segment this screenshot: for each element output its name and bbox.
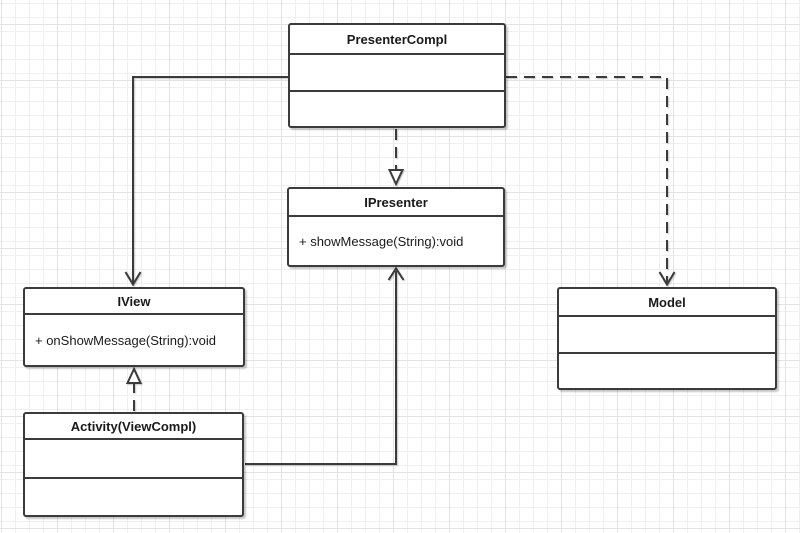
attributes-compartment[interactable] [290,53,504,90]
methods-compartment[interactable] [290,89,504,127]
class-title: PresenterCompl [346,31,448,47]
attributes-compartment[interactable] [25,438,242,477]
attributes-compartment[interactable] [559,315,775,352]
open-arrowhead-icon [387,266,405,281]
methods-compartment[interactable]: + showMessage(String):void [289,215,503,265]
edge-presentercompl-to-iview[interactable] [124,76,289,287]
class-title: Model [648,294,686,310]
method-label: + onShowMessage(String):void [35,332,217,348]
edge-line[interactable] [245,271,397,465]
edge-activity-to-iview[interactable] [125,366,143,411]
class-iview[interactable]: IView + onShowMessage(String):void [23,287,245,367]
class-title: IPresenter [364,194,428,210]
edge-presentercompl-to-ipresenter[interactable] [387,129,405,187]
edge-activity-to-ipresenter[interactable] [245,266,405,465]
class-presentercompl[interactable]: PresenterCompl [288,23,506,128]
methods-compartment[interactable] [25,476,242,516]
open-arrowhead-icon [124,271,142,287]
class-title: Activity(ViewCompl) [70,418,197,434]
edge-line[interactable] [132,76,288,283]
edge-presentercompl-to-model[interactable] [506,76,676,287]
class-model[interactable]: Model [557,287,777,390]
hollow-triangle-arrowhead-icon [125,366,143,384]
class-activity-viewcompl[interactable]: Activity(ViewCompl) [23,412,244,517]
method-label: + showMessage(String):void [299,233,464,249]
edge-line[interactable] [506,76,668,283]
class-ipresenter[interactable]: IPresenter + showMessage(String):void [287,187,505,267]
methods-compartment[interactable]: + onShowMessage(String):void [25,313,243,365]
hollow-triangle-arrowhead-icon [387,169,405,187]
open-arrowhead-icon [658,271,676,287]
methods-compartment[interactable] [559,351,775,389]
class-title: IView [117,293,151,309]
